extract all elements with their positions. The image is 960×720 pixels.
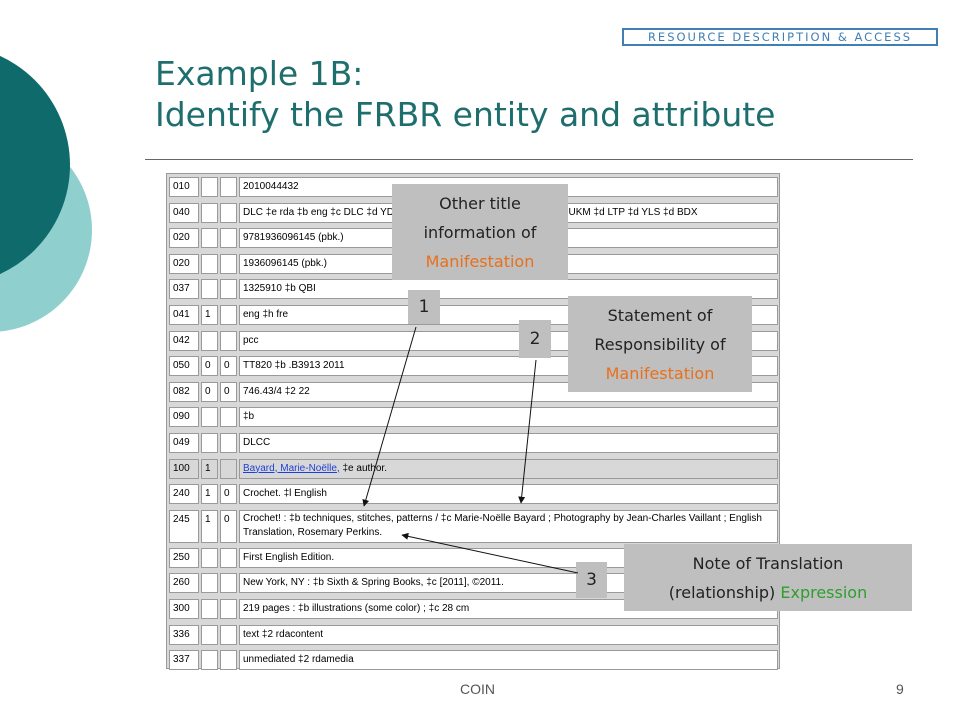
callout-other-title: Other title information of Manifestation bbox=[392, 184, 568, 280]
marc-indicator-1 bbox=[201, 228, 218, 249]
marc-indicator-1 bbox=[201, 650, 218, 671]
marc-tag: 337 bbox=[169, 650, 199, 671]
decorative-circles bbox=[0, 55, 92, 332]
marc-tag: 049 bbox=[169, 433, 199, 453]
marc-field-content: Crochet. ‡l English bbox=[239, 484, 778, 505]
marc-indicator-2 bbox=[220, 202, 237, 223]
marc-tag: 020 bbox=[169, 228, 199, 249]
marker-1: 1 bbox=[408, 290, 440, 324]
marc-indicator-1: 0 bbox=[201, 356, 218, 377]
marc-indicator-1 bbox=[201, 177, 218, 197]
marc-tag: 090 bbox=[169, 407, 199, 428]
title-divider bbox=[145, 159, 913, 160]
callout-2-line-1: Statement of bbox=[607, 306, 713, 325]
marc-field-337: 337 unmediated ‡2 rdamedia bbox=[167, 647, 779, 673]
marc-indicator-1: 0 bbox=[201, 381, 218, 402]
marc-indicator-2 bbox=[220, 177, 237, 197]
title-line-2: Identify the FRBR entity and attribute bbox=[155, 95, 776, 134]
marc-tag: 260 bbox=[169, 573, 199, 594]
marc-tag: 100 bbox=[169, 458, 199, 479]
marc-tag: 240 bbox=[169, 484, 199, 505]
marc-indicator-1: 1 bbox=[201, 305, 218, 325]
callout-1-line-2: information of bbox=[423, 223, 537, 242]
marc-indicator-2 bbox=[220, 305, 237, 325]
marc-indicator-2 bbox=[220, 458, 237, 479]
marker-2: 2 bbox=[519, 320, 551, 358]
marc-indicator-1 bbox=[201, 407, 218, 428]
marc-indicator-2: 0 bbox=[220, 356, 237, 377]
marc-tag: 041 bbox=[169, 305, 199, 325]
marker-3: 3 bbox=[576, 562, 607, 598]
marc-tag: 010 bbox=[169, 177, 199, 197]
callout-2-line-3: Manifestation bbox=[605, 364, 715, 383]
marc-indicator-2 bbox=[220, 433, 237, 453]
marc-indicator-1 bbox=[201, 279, 218, 300]
marc-field-049: 049 DLCC bbox=[167, 430, 779, 456]
marc-tag: 245 bbox=[169, 509, 199, 543]
marc-indicator-1 bbox=[201, 202, 218, 223]
callout-1-line-3: Manifestation bbox=[425, 252, 535, 271]
marc-field-content: Bayard, Marie-Noëlle, ‡e author. bbox=[239, 458, 778, 479]
callout-2-line-2: Responsibility of bbox=[594, 335, 726, 354]
marc-indicator-1 bbox=[201, 433, 218, 453]
marc-tag: 082 bbox=[169, 381, 199, 402]
marc-indicator-1 bbox=[201, 547, 218, 568]
author-link[interactable]: Bayard, Marie-Noëlle, bbox=[243, 462, 340, 474]
marc-indicator-1 bbox=[201, 599, 218, 619]
marc-field-content: ‡b bbox=[239, 407, 778, 428]
marc-tag: 020 bbox=[169, 253, 199, 274]
callout-3-expression: Expression bbox=[780, 583, 868, 602]
marc-indicator-2: 0 bbox=[220, 509, 237, 543]
marc-indicator-2 bbox=[220, 650, 237, 671]
marc-field-content: Crochet! : ‡b techniques, stitches, patt… bbox=[239, 509, 778, 543]
marc-field-content: unmediated ‡2 rdamedia bbox=[239, 650, 778, 671]
marc-indicator-1 bbox=[201, 573, 218, 594]
marc-indicator-2 bbox=[220, 624, 237, 645]
marc-indicator-1: 1 bbox=[201, 509, 218, 543]
marc-indicator-2 bbox=[220, 573, 237, 594]
marc-indicator-2 bbox=[220, 599, 237, 619]
title-line-1: Example 1B: bbox=[155, 54, 364, 93]
marc-indicator-2 bbox=[220, 407, 237, 428]
marc-indicator-2 bbox=[220, 228, 237, 249]
marc-tag: 037 bbox=[169, 279, 199, 300]
marc-field-content: DLCC bbox=[239, 433, 778, 453]
callout-3-relationship: (relationship) bbox=[668, 583, 781, 602]
rda-logo: RESOURCE DESCRIPTION & ACCESS bbox=[622, 28, 938, 46]
page-number: 9 bbox=[896, 681, 904, 697]
marc-indicator-2 bbox=[220, 330, 237, 351]
marc-indicator-2: 0 bbox=[220, 484, 237, 505]
marc-tag: 336 bbox=[169, 624, 199, 645]
marc-indicator-2: 0 bbox=[220, 381, 237, 402]
marc-indicator-2 bbox=[220, 279, 237, 300]
marc-tag: 250 bbox=[169, 547, 199, 568]
marc-tag: 042 bbox=[169, 330, 199, 351]
callout-3-line-2: (relationship) Expression bbox=[624, 578, 912, 607]
marc-indicator-1: 1 bbox=[201, 484, 218, 505]
callout-3-line-1: Note of Translation bbox=[692, 554, 844, 573]
marc-field-336: 336 text ‡2 rdacontent bbox=[167, 622, 779, 648]
marc-tag: 050 bbox=[169, 356, 199, 377]
marc-tag: 300 bbox=[169, 599, 199, 619]
slide-title: Example 1B: Identify the FRBR entity and… bbox=[155, 53, 855, 135]
marc-field-text: ‡e author. bbox=[339, 462, 387, 474]
marc-indicator-1: 1 bbox=[201, 458, 218, 479]
callout-note-of-translation: Note of Translation (relationship) Expre… bbox=[624, 544, 912, 611]
callout-1-line-1: Other title bbox=[439, 194, 521, 213]
marc-field-content: text ‡2 rdacontent bbox=[239, 624, 778, 645]
marc-indicator-2 bbox=[220, 253, 237, 274]
callout-statement-of-responsibility: Statement of Responsibility of Manifesta… bbox=[568, 296, 752, 392]
marc-indicator-1 bbox=[201, 330, 218, 351]
marc-indicator-1 bbox=[201, 253, 218, 274]
marc-field-090: 090 ‡b bbox=[167, 404, 779, 430]
marc-tag: 040 bbox=[169, 202, 199, 223]
footer-label: COIN bbox=[460, 681, 495, 697]
marc-indicator-2 bbox=[220, 547, 237, 568]
marc-indicator-1 bbox=[201, 624, 218, 645]
